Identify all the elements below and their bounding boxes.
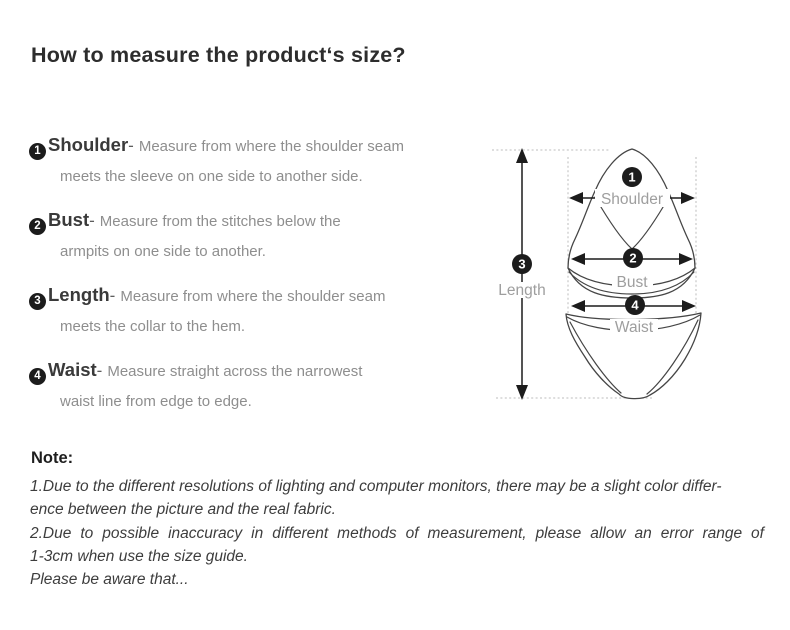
page-title: How to measure the product‘s size? [31,43,406,67]
note-line: 1-3cm when use the size guide. [30,547,248,565]
length-label-bg [498,282,546,298]
marker-circle [623,248,643,268]
item-name: Bust [48,209,90,230]
bikini-top-drawing [567,148,696,299]
arrowhead-right-icon [679,253,693,265]
item-dash: - [96,361,103,380]
marker-circle [512,254,532,274]
item-number-badge: 4 [29,368,46,385]
arrowhead-left-icon [569,192,583,204]
left-leg-seam [569,321,622,394]
bikini-bottom-outline [565,312,702,400]
marker-bust: 2 [623,248,643,268]
item-name: Shoulder [48,134,129,155]
arrowhead-right-icon [681,192,695,204]
marker-number: 3 [518,257,525,272]
marker-number: 2 [629,251,636,266]
shoulder-label-bg [595,189,670,207]
underband-bottom-seam [568,271,695,295]
arrowhead-left-icon [571,300,585,312]
waist-label: Waist [615,319,654,336]
bust-label: Bust [616,274,648,291]
item-desc-line2: waist line from edge to edge. [60,392,252,410]
item-dash: - [128,136,134,155]
marker-circle [622,167,642,187]
marker-number: 1 [628,170,635,185]
bust-label-bg [612,274,653,290]
length-label: Length [498,282,545,299]
item-desc-line1: Measure from the stitches below the [99,213,341,230]
arrowhead-left-icon [571,253,585,265]
item-dash: - [109,286,116,305]
marker-length: 3 [512,254,532,274]
note-heading: Note: [31,449,74,467]
waist-label-bg [610,319,658,335]
item-desc-line2: meets the collar to the hem. [60,317,246,335]
item-name: Waist [48,359,97,380]
item-desc-line2: armpits on one side to another. [60,242,266,260]
note-line: Please be aware that... [30,571,189,589]
note-body: 1.Due to the different resolutions of li… [30,475,764,591]
item-desc-line1: Measure straight across the narrowest [107,363,363,380]
item-desc-line1: Measure from where the shoulder seam [120,288,386,305]
guide-lines [492,149,697,399]
item-number-badge: 1 [29,143,46,160]
item-desc-line2: meets the sleeve on one side to another … [60,167,363,185]
item-number-badge: 2 [29,218,46,235]
marker-circle [625,295,645,315]
note-line: 1.Due to the different resolutions of li… [30,478,722,495]
arrowhead-right-icon [682,300,696,312]
item-name: Length [48,284,110,305]
marker-shoulder: 1 [622,167,642,187]
item-desc-line1: Measure from where the shoulder seam [138,138,404,155]
item-number-badge: 3 [29,293,46,310]
note-line: ence between the picture and the real fa… [30,501,336,519]
arrowhead-up-icon [516,148,528,163]
right-leg-seam [646,319,699,395]
arrowhead-down-icon [516,385,528,400]
note-line: 2.Due to possible inaccuracy in differen… [30,524,764,542]
shoulder-label: Shoulder [601,191,663,208]
item-dash: - [89,211,95,230]
marker-number: 4 [631,298,639,313]
marker-waist: 4 [625,295,645,315]
